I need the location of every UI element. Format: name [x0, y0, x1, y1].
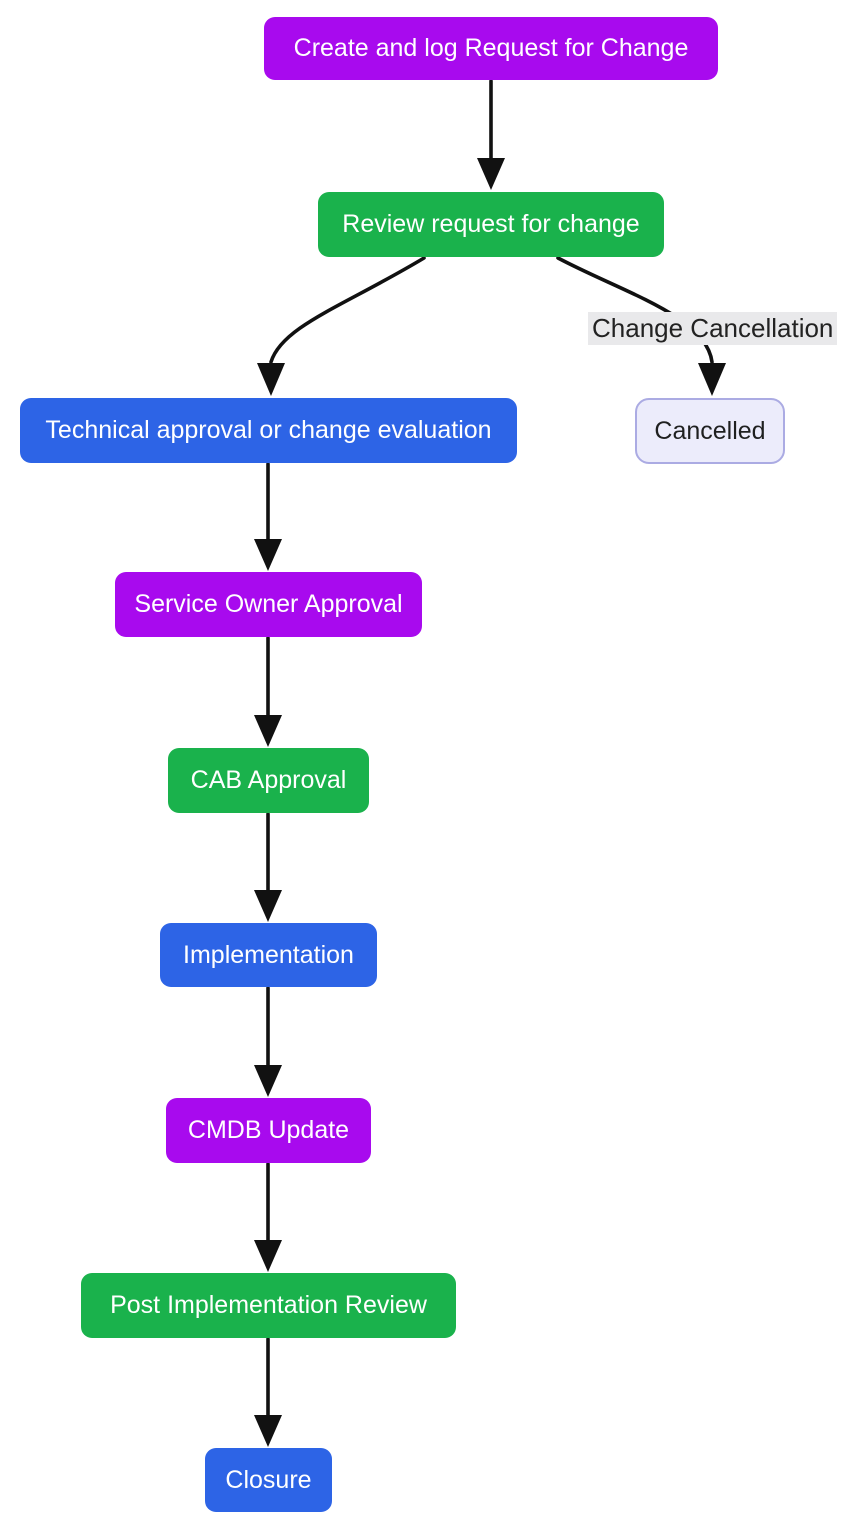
node-closure: Closure [205, 1448, 332, 1512]
node-cab-approval: CAB Approval [168, 748, 369, 813]
node-cmdb-update: CMDB Update [166, 1098, 371, 1163]
node-cancelled: Cancelled [635, 398, 785, 464]
arrowhead-icon [254, 539, 282, 571]
node-technical-approval: Technical approval or change evaluation [20, 398, 517, 463]
arrowhead-icon [257, 363, 285, 396]
node-create-and-log-rfc: Create and log Request for Change [264, 17, 718, 80]
arrowhead-icon [477, 158, 505, 190]
arrowhead-icon [698, 363, 726, 396]
arrowhead-icon [254, 1240, 282, 1272]
edge-review-to-technical [269, 256, 426, 364]
arrowhead-icon [254, 890, 282, 922]
node-review-request: Review request for change [318, 192, 664, 257]
arrowhead-icon [254, 1065, 282, 1097]
node-post-implementation-review: Post Implementation Review [81, 1273, 456, 1338]
arrowhead-icon [254, 715, 282, 747]
node-service-owner-approval: Service Owner Approval [115, 572, 422, 637]
edge-review-to-cancelled [556, 256, 714, 364]
node-implementation: Implementation [160, 923, 377, 987]
edge-label-change-cancellation: Change Cancellation [588, 312, 838, 346]
arrowhead-icon [254, 1415, 282, 1447]
